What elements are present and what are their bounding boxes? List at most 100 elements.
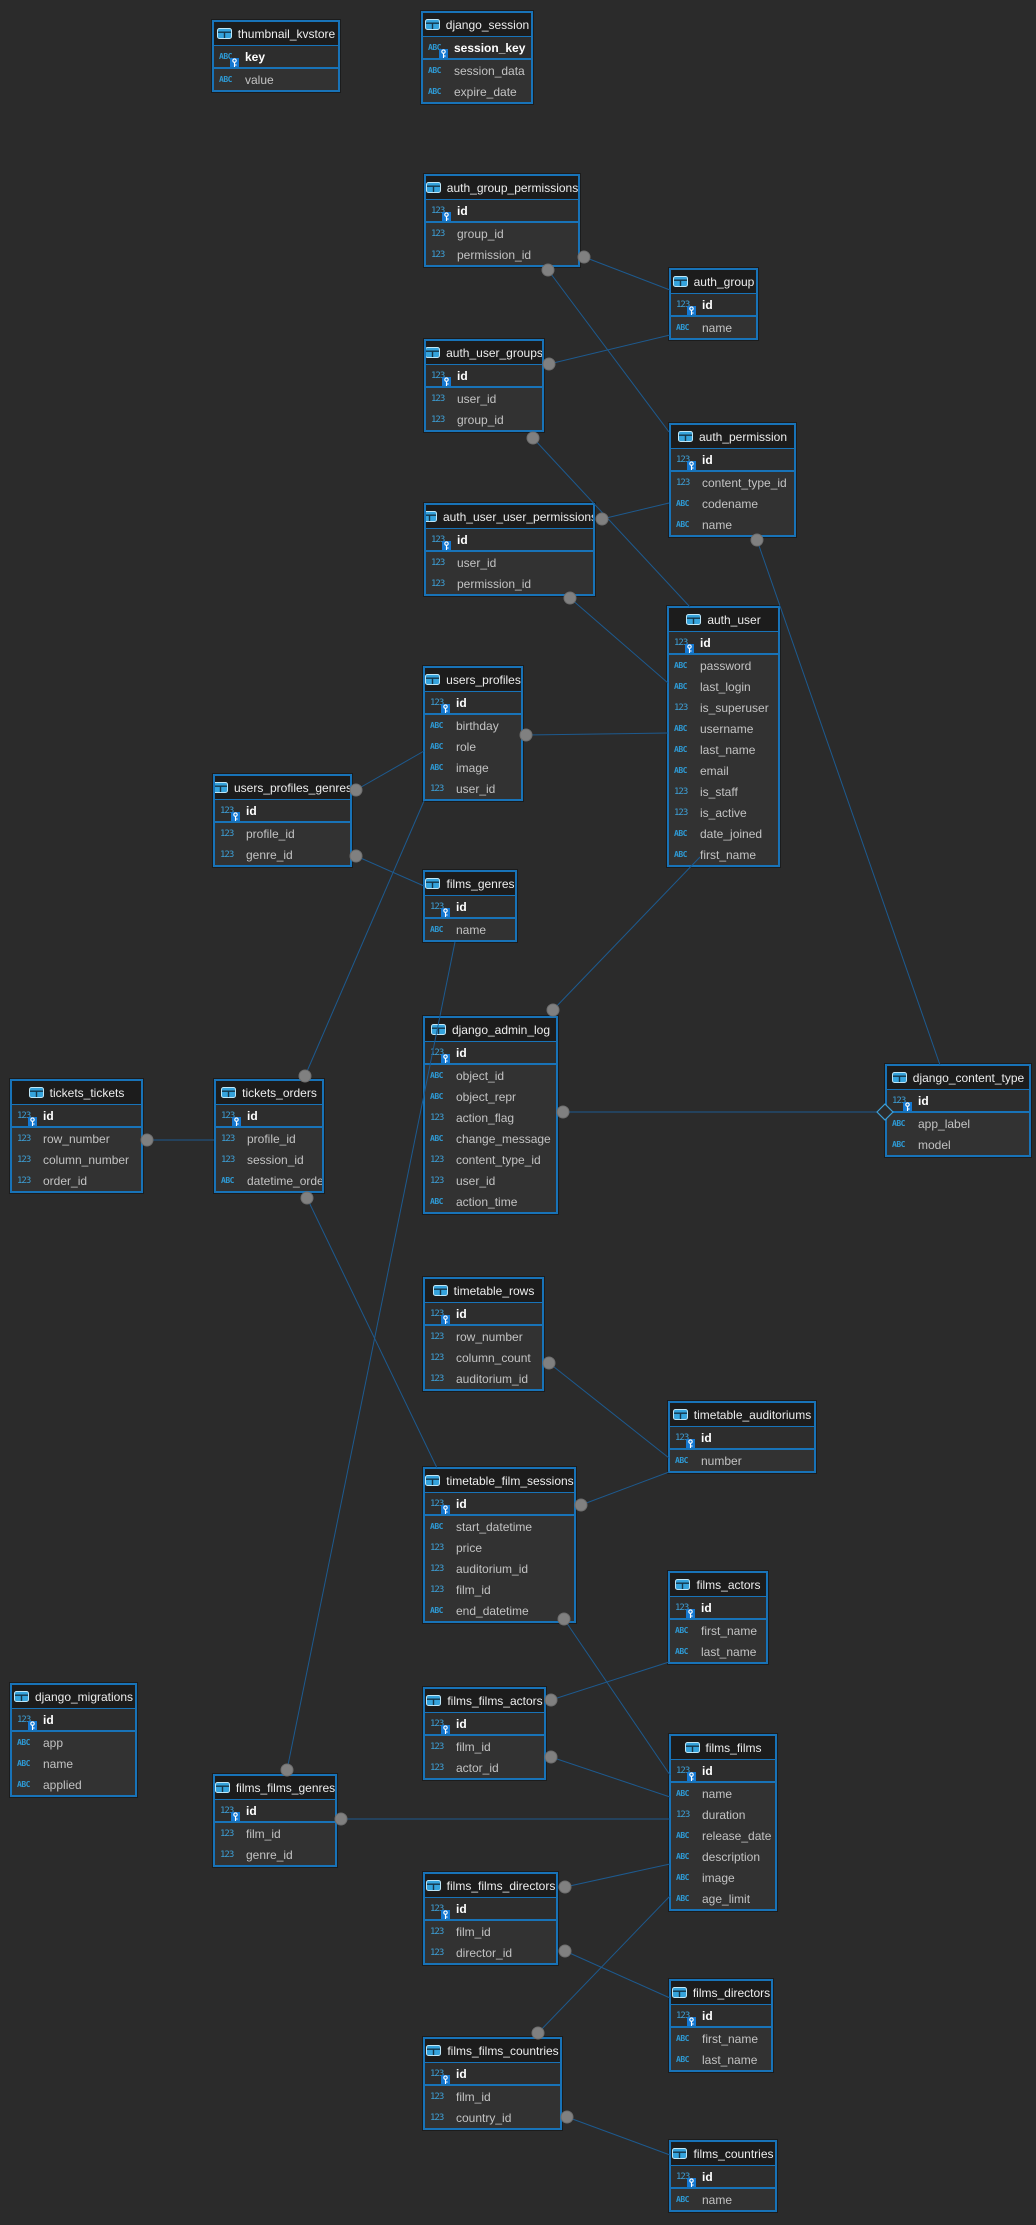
table-header[interactable]: timetable_rows — [425, 1279, 542, 1303]
table-header[interactable]: auth_user — [669, 608, 778, 632]
table-header[interactable]: users_profiles — [425, 668, 521, 692]
table-header[interactable]: films_films_genres — [215, 1776, 335, 1800]
table-header[interactable]: tickets_tickets — [12, 1081, 141, 1105]
table-header[interactable]: auth_user_groups — [426, 341, 542, 365]
table-header[interactable]: users_profiles_genres — [215, 776, 350, 800]
table-header[interactable]: films_films — [671, 1736, 775, 1760]
table-header[interactable]: films_films_directors — [425, 1874, 556, 1898]
table-header[interactable]: films_directors — [671, 1981, 771, 2005]
table-header[interactable]: timetable_auditoriums — [670, 1403, 814, 1427]
table-header[interactable]: films_genres — [425, 872, 515, 896]
table-header[interactable]: thumbnail_kvstore — [214, 22, 338, 46]
table-header[interactable]: films_actors — [670, 1573, 766, 1597]
table-header[interactable]: django_admin_log — [425, 1018, 556, 1042]
table-header[interactable]: auth_group — [671, 270, 756, 294]
table-header[interactable]: auth_group_permissions — [426, 176, 578, 200]
table-header[interactable]: django_migrations — [12, 1685, 135, 1709]
table-header[interactable]: django_session — [423, 13, 531, 37]
